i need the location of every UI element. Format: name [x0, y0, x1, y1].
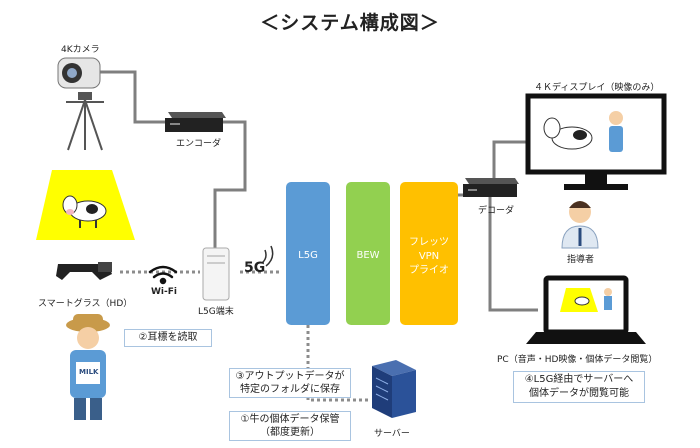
- vpn-label-line-1: フレッツ: [409, 237, 449, 248]
- smart-glasses-label: スマートグラス（HD）: [38, 299, 133, 309]
- server-icon: [372, 360, 416, 418]
- link-l5g-server: [306, 325, 370, 402]
- note-l5g-server: ④L5G経由でサーバーへ 個体データが閲覧可能: [513, 371, 645, 403]
- instructor-icon: [561, 201, 599, 249]
- encoder-device-icon: [165, 112, 226, 132]
- note-cattle-line-1: ①牛の個体データ保管: [240, 414, 340, 425]
- milk-badge: MILK: [79, 368, 99, 376]
- page-title: ＜システム構成図＞: [260, 12, 440, 34]
- note-output-data: ③アウトプットデータが 特定のフォルダに保存: [229, 368, 351, 398]
- note-l5g-line-2: 個体データが閲覧可能: [529, 388, 629, 399]
- pc-label: PC（音声・HD映像・個体データ閲覧）: [497, 355, 658, 365]
- bew-network-column: BEW: [346, 182, 390, 325]
- note-cattle-data: ①牛の個体データ保管 （都度更新）: [229, 411, 351, 441]
- decoder-device-icon: [463, 178, 519, 197]
- decoder-label: デコーダ: [478, 206, 515, 216]
- server-label: サーバー: [374, 429, 410, 439]
- note-l5g-line-1: ④L5G経由でサーバーへ: [524, 374, 634, 385]
- wifi-icon: [148, 265, 178, 285]
- vpn-label-line-3: プライオ: [409, 265, 449, 276]
- signal-5g-icon: [261, 245, 274, 267]
- bew-network-label: BEW: [356, 250, 380, 261]
- camera-4k-label: 4Kカメラ: [61, 45, 100, 55]
- l5g-network-label: L5G: [298, 250, 318, 261]
- l5g-terminal-icon: [202, 247, 230, 301]
- pc-laptop-icon: [526, 275, 646, 344]
- vpn-label-line-2: VPN: [418, 251, 440, 262]
- wire-encoder-terminal: [213, 120, 247, 252]
- note-output-line-1: ③アウトプットデータが: [235, 371, 345, 382]
- encoder-label: エンコーダ: [176, 139, 222, 149]
- signal-5g-label: 5G: [244, 260, 266, 276]
- wifi-label: Wi-Fi: [151, 287, 177, 297]
- camera-4k-icon: [57, 57, 104, 151]
- wire-camera-encoder: [100, 70, 165, 124]
- note-cattle-line-2: （都度更新）: [260, 427, 320, 438]
- wireless-links: [120, 270, 370, 402]
- smart-glasses-icon: [56, 262, 112, 280]
- wire-vpn-pc: [488, 195, 538, 312]
- flets-vpn-column: フレッツ VPN プライオ: [400, 182, 458, 325]
- farmer-illustration: [66, 314, 110, 420]
- display-4k-icon: [525, 93, 667, 190]
- l5g-terminal-label: L5G端末: [198, 307, 234, 317]
- cow-on-yellow-panel: [36, 170, 135, 240]
- note-read-ear-tag: ②耳標を読取: [124, 329, 212, 347]
- display-4k-label: ４Ｋディスプレイ（映像のみ）: [534, 83, 660, 93]
- l5g-network-column: L5G: [286, 182, 330, 325]
- wire-decoder-display: [492, 140, 528, 185]
- instructor-label: 指導者: [567, 255, 595, 265]
- note-output-line-2: 特定のフォルダに保存: [240, 384, 340, 395]
